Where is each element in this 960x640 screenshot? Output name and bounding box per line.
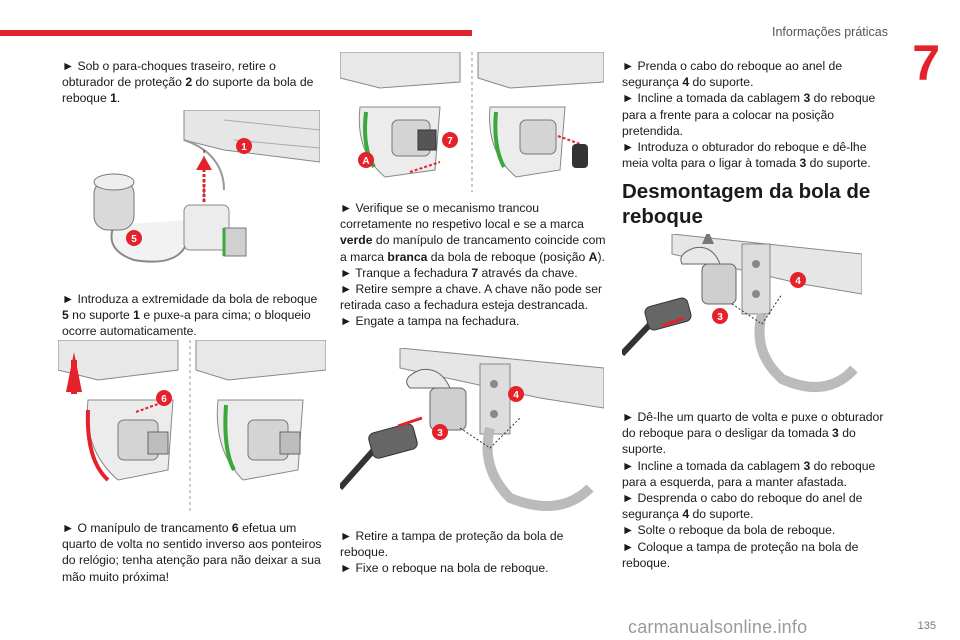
instruction-insert-plug: ► Introduza o obturador do reboque e dê-… [622,140,871,171]
section-heading: Desmontagem da bola de reboque [622,180,871,229]
instruction-fit-cover: ► Coloque a tampa de proteção na bola de… [622,539,859,570]
illustration-lock-key: 7 A [340,52,604,192]
instruction-release-trailer: ► Solte o reboque da bola de reboque. [622,523,836,538]
instruction-engage-cover: ► Engate a tampa na fechadura. [340,314,520,329]
instruction-lock-key: ► Tranque a fechadura 7 através da chave… [340,265,578,280]
column-2: ► Verifique se o mecanismo trancou corre… [340,200,606,330]
callout-3-removal: 3 [717,312,723,323]
instruction-tilt-socket: ► Incline a tomada da cablagem 3 do rebo… [622,91,876,138]
illustration-insert-towball: 1 5 [74,110,320,280]
instruction-remove-key: ► Retire sempre a chave. A chave não pod… [340,282,603,313]
illustration-remove-towball: 4 3 [622,234,862,400]
instruction-tilt-left: ► Incline a tomada da cablagem 3 do rebo… [622,458,876,489]
callout-6: 6 [161,394,167,405]
instruction-quarter-turn: ► Dê-lhe um quarto de volta e puxe o obt… [622,410,884,457]
callout-3: 3 [437,428,443,439]
page-number: 135 [917,620,936,632]
callout-4: 4 [513,390,519,401]
instruction-locking-handle: ► O manípulo de trancamento 6 efetua um … [62,521,322,584]
instruction-insert-ball: ► Introduza a extremidade da bola de reb… [62,292,318,339]
instruction-attach-cable: ► Prenda o cabo do reboque ao anel de se… [622,59,843,90]
instruction-fix-trailer: ► Fixe o reboque na bola de reboque. [340,561,549,576]
illustration-attach-trailer: 4 3 [340,348,604,518]
chapter-number: 7 [912,35,940,91]
callout-A: A [362,156,369,167]
instruction-remove-ball-cap: ► Retire a tampa de proteção da bola de … [340,529,564,560]
watermark: carmanualsonline.info [628,617,808,637]
instruction-check-lock: ► Verifique se o mecanismo trancou corre… [340,201,606,264]
column-1-b: ► Introduza a extremidade da bola de reb… [62,291,324,340]
callout-4-removal: 4 [795,276,801,287]
illustration-locking-handle: 6 [58,340,326,512]
callout-7: 7 [447,136,453,147]
column-1: ► Sob o para-choques traseiro, retire o … [62,58,324,107]
instruction-remove-cap: ► Sob o para-choques traseiro, retire o … [62,59,314,106]
callout-1: 1 [241,142,247,153]
callout-5: 5 [131,234,137,245]
column-1-c: ► O manípulo de trancamento 6 efetua um … [62,520,324,585]
column-3: ► Prenda o cabo do reboque ao anel de se… [622,58,888,229]
column-3-b: ► Dê-lhe um quarto de volta e puxe o obt… [622,409,890,571]
header-accent-bar [0,30,472,36]
column-2-b: ► Retire a tampa de proteção da bola de … [340,528,606,577]
section-title: Informações práticas [771,25,888,39]
instruction-detach-cable: ► Desprenda o cabo do reboque do anel de… [622,491,863,522]
